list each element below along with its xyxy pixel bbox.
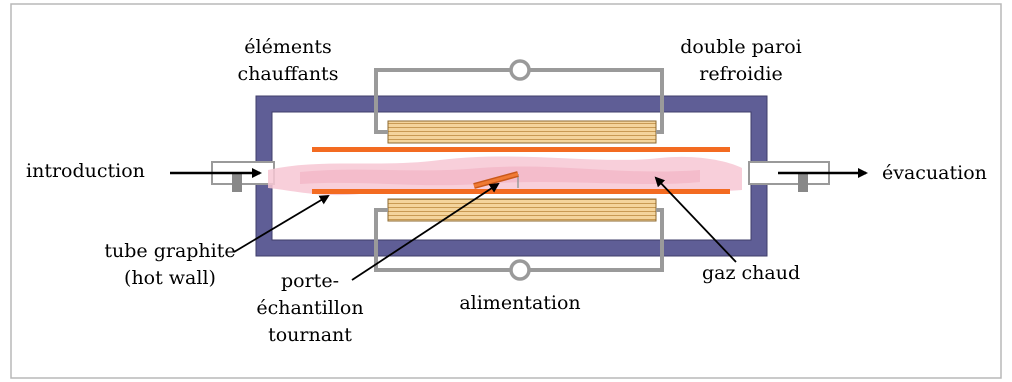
power-terminal-top <box>509 59 531 81</box>
hot-gas-label: gaz chaud <box>702 262 801 284</box>
sample-holder-label: porte- échantillon tournant <box>250 268 370 349</box>
heating-elements-line1: éléments <box>244 36 332 58</box>
graphite-tube-line1: tube graphite <box>104 240 236 262</box>
graphite-tube-label: tube graphite (hot wall) <box>100 238 240 292</box>
graphite-tube-pointer <box>233 194 330 253</box>
sample-holder-line1: porte- <box>281 270 339 292</box>
sample-holder-line2: échantillon <box>256 297 364 319</box>
hot-gas-pointer <box>654 176 737 263</box>
power-supply-label: alimentation <box>459 292 581 314</box>
power-terminal-bottom <box>509 259 531 281</box>
sample-holder <box>473 171 519 189</box>
sample-holder-pointer <box>351 182 500 281</box>
sample-holder-line3: tournant <box>268 324 352 346</box>
double-wall-line1: double paroi <box>680 36 802 58</box>
outlet-label: évacuation <box>882 162 987 184</box>
double-wall-label: double paroi refroidie <box>676 34 806 88</box>
double-wall-line2: refroidie <box>699 63 783 85</box>
heating-coil-bottom <box>387 198 657 222</box>
heating-coil-top <box>387 120 657 144</box>
heating-elements-label: éléments chauffants <box>228 34 348 88</box>
heating-elements-line2: chauffants <box>237 63 339 85</box>
graphite-tube <box>312 147 730 194</box>
power-circuit <box>374 68 664 272</box>
diagram-border <box>10 3 1002 379</box>
graphite-tube-line2: (hot wall) <box>124 267 216 289</box>
inlet-label: introduction <box>26 160 145 182</box>
